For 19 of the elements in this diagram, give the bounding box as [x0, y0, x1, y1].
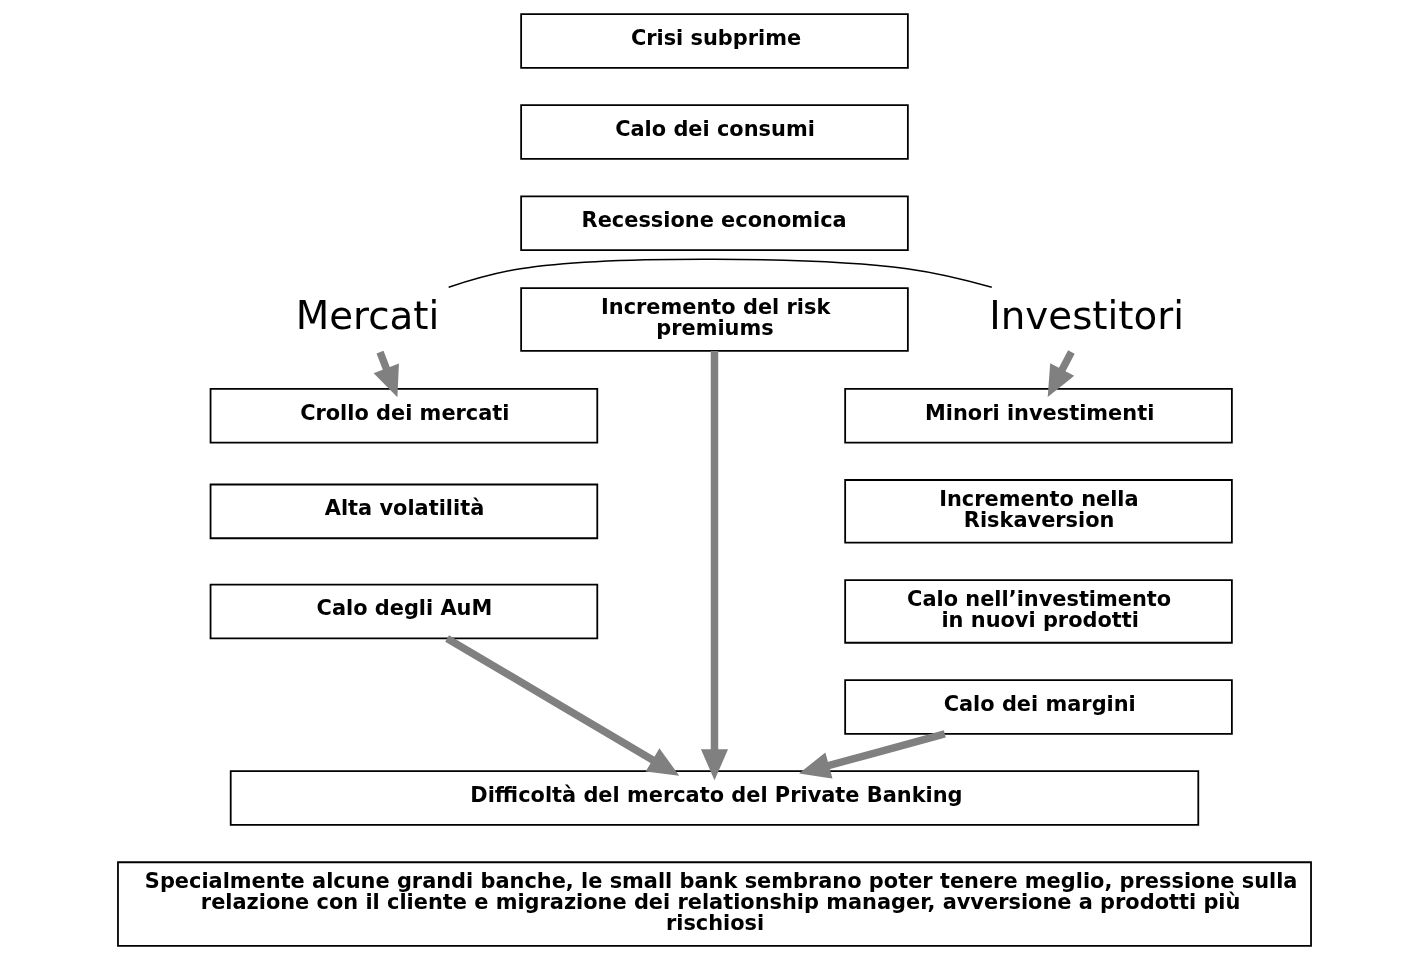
- node-box: Calo dei consumi: [519, 104, 909, 160]
- arrow: [373, 350, 399, 398]
- node-box: Incremento nella Riskaversion: [843, 479, 1233, 544]
- arrow: [1047, 350, 1075, 397]
- node-box: Crollo dei mercati: [209, 388, 598, 444]
- node-text: Investitori: [988, 292, 1184, 338]
- node-box: Recessione economica: [519, 195, 909, 251]
- node-box: Calo dei margini: [843, 679, 1233, 735]
- node-box: Alta volatilità: [209, 483, 598, 540]
- node-box: Crisi subprime: [519, 13, 909, 69]
- node-box: Specialmente alcune grandi banche, le small bank sembrano poter tenere meglio, pressione sulla relazione con il cliente e migrazione dei relationship manager, avversione a prodotti più rischiosi: [116, 861, 1312, 947]
- node-box: Calo degli AuM: [209, 583, 598, 640]
- node-text: Mercati: [295, 292, 439, 338]
- arrow: [444, 635, 679, 776]
- node-box: Difficoltà del mercato del Private Banking: [229, 770, 1199, 826]
- node-box: Calo nell’investimento in nuovi prodotti: [843, 579, 1233, 644]
- connector: [447, 258, 993, 288]
- node-box: Incremento del risk premiums: [519, 287, 909, 352]
- node-box: Minori investimenti: [843, 388, 1233, 444]
